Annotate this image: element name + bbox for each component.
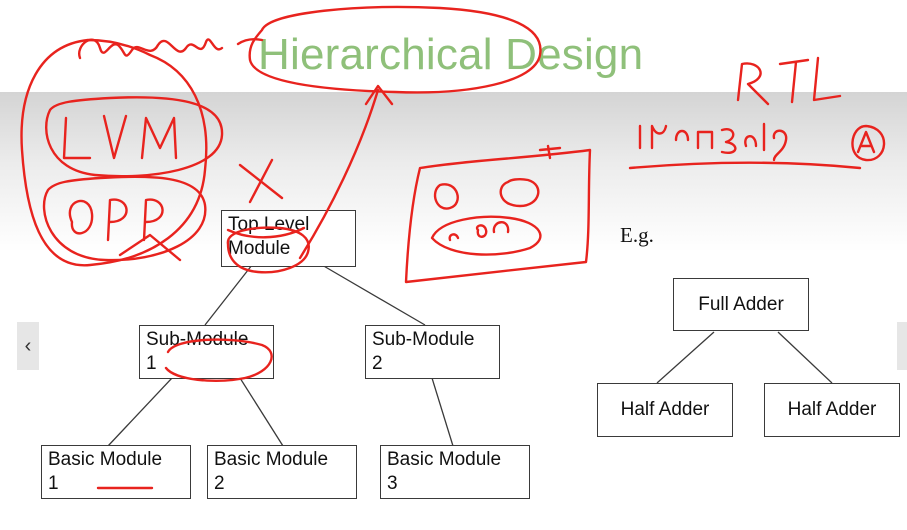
box-line: Basic Module <box>214 449 329 470</box>
chevron-left-icon[interactable]: ‹ <box>17 322 39 370</box>
box-line: Basic Module <box>387 449 502 470</box>
box-line: 2 <box>214 473 225 494</box>
basic-module-2-box: Basic Module 2 <box>207 445 357 499</box>
box-line: Half Adder <box>787 399 877 420</box>
box-line: 1 <box>146 353 157 374</box>
half-adder-right-box: Half Adder <box>764 383 900 437</box>
sub-module-2-box: Sub-Module 2 <box>365 325 500 379</box>
annotation-rtl-letters <box>736 56 842 106</box>
example-label: E.g. <box>620 223 654 247</box>
box-line: 1 <box>48 473 59 494</box>
next-slide-tab[interactable] <box>897 322 907 370</box>
basic-module-3-box: Basic Module 3 <box>380 445 530 499</box>
connector-sub1-basic1 <box>107 377 173 447</box>
basic-module-1-box: Basic Module 1 <box>41 445 191 499</box>
slide-title: Hierarchical Design <box>258 30 644 79</box>
annotation-submodule-loop <box>164 338 273 382</box>
annotation-circle-a <box>851 124 886 162</box>
sub-module-1-box: Sub-Module 1 <box>139 325 274 379</box>
annotation-sketch-rectangle <box>404 148 592 284</box>
connector-full-half-right <box>777 331 833 384</box>
annotation-sketch-circle-b <box>499 177 540 208</box>
top-level-module-box: Top Level Module <box>221 210 356 267</box>
connector-full-half-left <box>656 331 715 384</box>
annotation-lvm-oval <box>45 96 224 178</box>
annotation-arrow-head <box>364 84 394 106</box>
annotation-x-mark <box>238 158 284 204</box>
annotation-sketch-tick <box>538 144 562 160</box>
annotation-left-loop <box>20 38 208 267</box>
box-line: Sub-Module <box>372 329 475 350</box>
annotation-sketch-inner <box>430 215 542 256</box>
annotation-arrow-line <box>298 88 380 260</box>
connector-sub1-basic2 <box>239 377 284 447</box>
full-adder-box: Full Adder <box>673 278 809 331</box>
annotation-sketch-circle-a <box>433 183 459 210</box>
annotation-lvm-letters <box>62 114 178 160</box>
annotation-circle-a-letter <box>856 130 876 154</box>
connector-top-sub1 <box>204 264 253 326</box>
annotation-right-scribble <box>638 122 788 162</box>
connector-sub2-basic3 <box>431 377 454 447</box>
box-line: Half Adder <box>620 399 710 420</box>
annotation-opp-letters <box>68 198 182 262</box>
connector-top-sub2 <box>321 264 426 326</box>
annotation-right-underline <box>628 161 862 170</box>
annotation-opp-oval <box>42 175 207 262</box>
chevron-left-glyph: ‹ <box>24 334 32 357</box>
annotation-module-strike <box>226 226 306 239</box>
annotation-module-oval <box>226 226 310 274</box>
half-adder-left-box: Half Adder <box>597 383 733 437</box>
box-line: Module <box>228 238 291 259</box>
box-line: 3 <box>387 473 398 494</box>
annotation-title-oval <box>248 5 542 94</box>
annotation-scribble-word <box>78 38 224 60</box>
box-line: Basic Module <box>48 449 163 470</box>
box-line: 2 <box>372 353 383 374</box>
annotation-title-swash <box>236 38 264 46</box>
slide-header-band <box>0 92 907 252</box>
box-line: Full Adder <box>698 293 784 315</box>
